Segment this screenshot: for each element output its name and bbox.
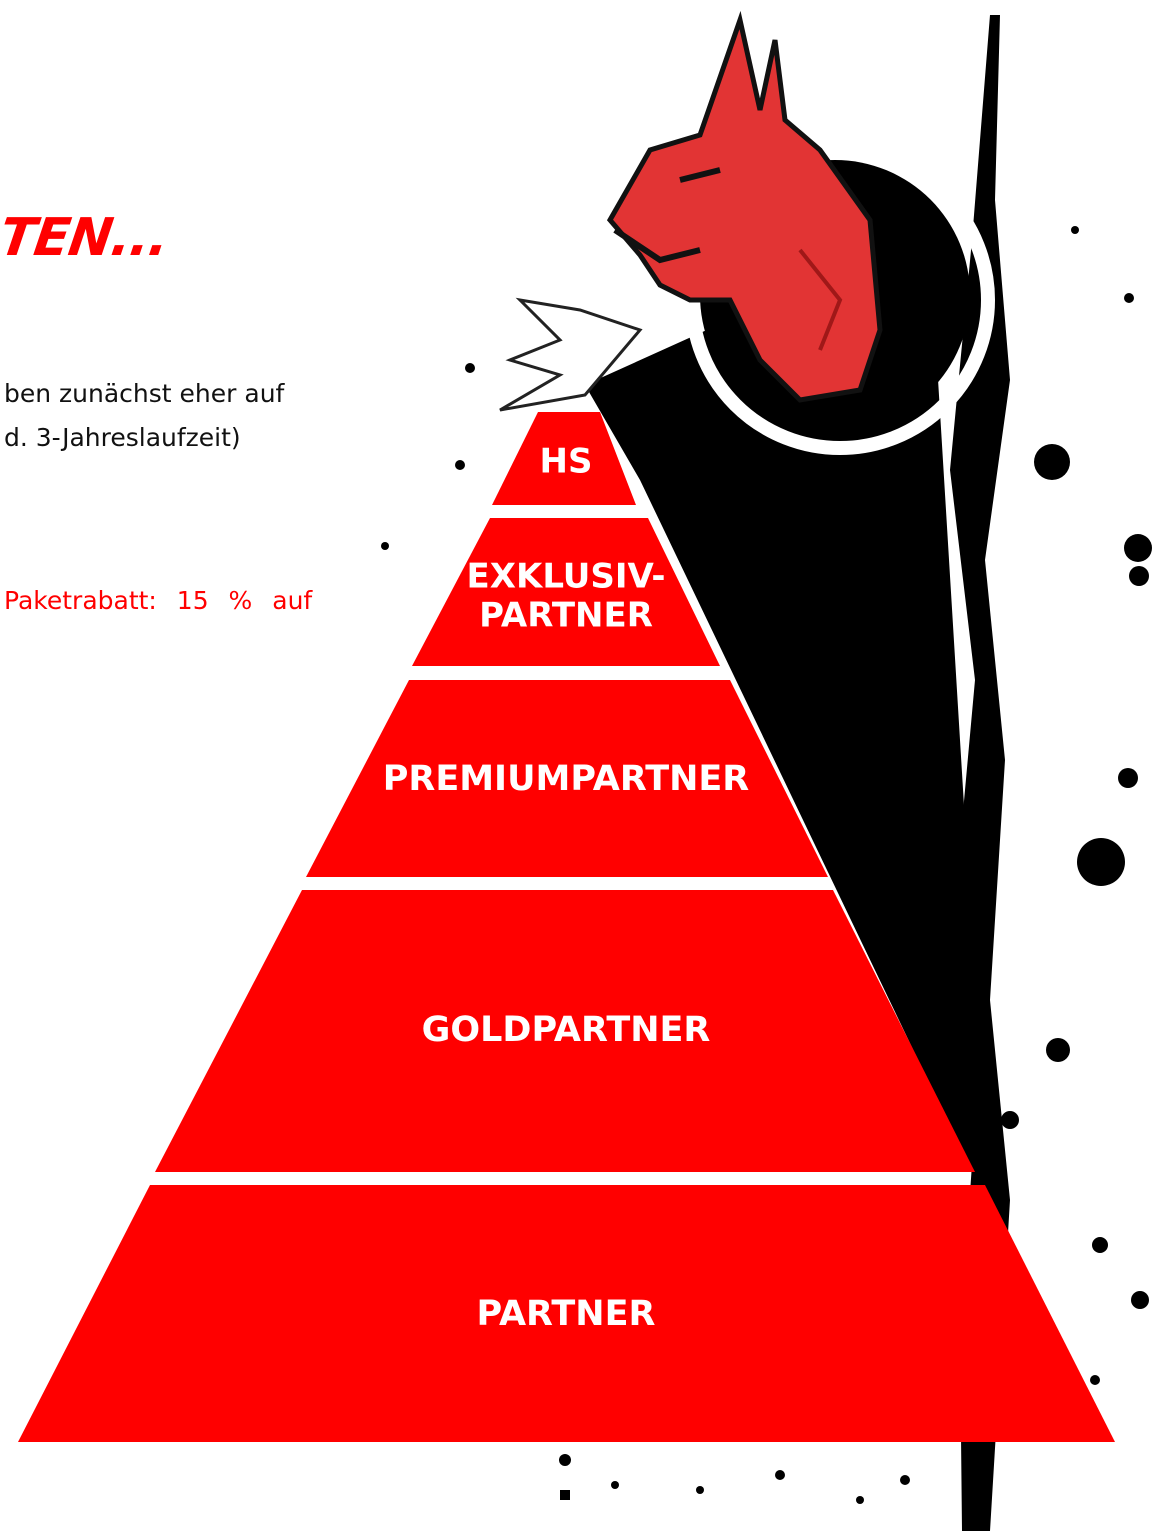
- tier-exklusivpartner: [412, 518, 720, 666]
- pyramid-tiers: [18, 412, 1115, 1442]
- black-ribbon: [585, 315, 985, 1185]
- tier-label-exklusiv-line1: EXKLUSIV-: [467, 557, 666, 597]
- tier-premiumpartner: [306, 680, 828, 877]
- ink-splatter: [381, 15, 1152, 1531]
- tier-label-premiumpartner: PREMIUMPARTNER: [383, 759, 750, 799]
- tier-label-hs: HS: [540, 442, 593, 482]
- tier-label-goldpartner: GOLDPARTNER: [422, 1010, 711, 1050]
- tier-goldpartner: [155, 890, 975, 1172]
- discount-text: Paketrabatt: 15 % auf: [4, 586, 313, 615]
- tier-hs: [492, 412, 636, 505]
- body-text-line-2: d. 3-Jahreslaufzeit): [4, 423, 241, 452]
- body-text-line-1: ben zunächst eher auf: [4, 379, 285, 408]
- tier-label-exklusiv-line2: PARTNER: [479, 596, 653, 636]
- tier-partner: [18, 1185, 1115, 1442]
- tier-label-partner: PARTNER: [477, 1294, 656, 1334]
- dragon-icon: [499, 10, 995, 455]
